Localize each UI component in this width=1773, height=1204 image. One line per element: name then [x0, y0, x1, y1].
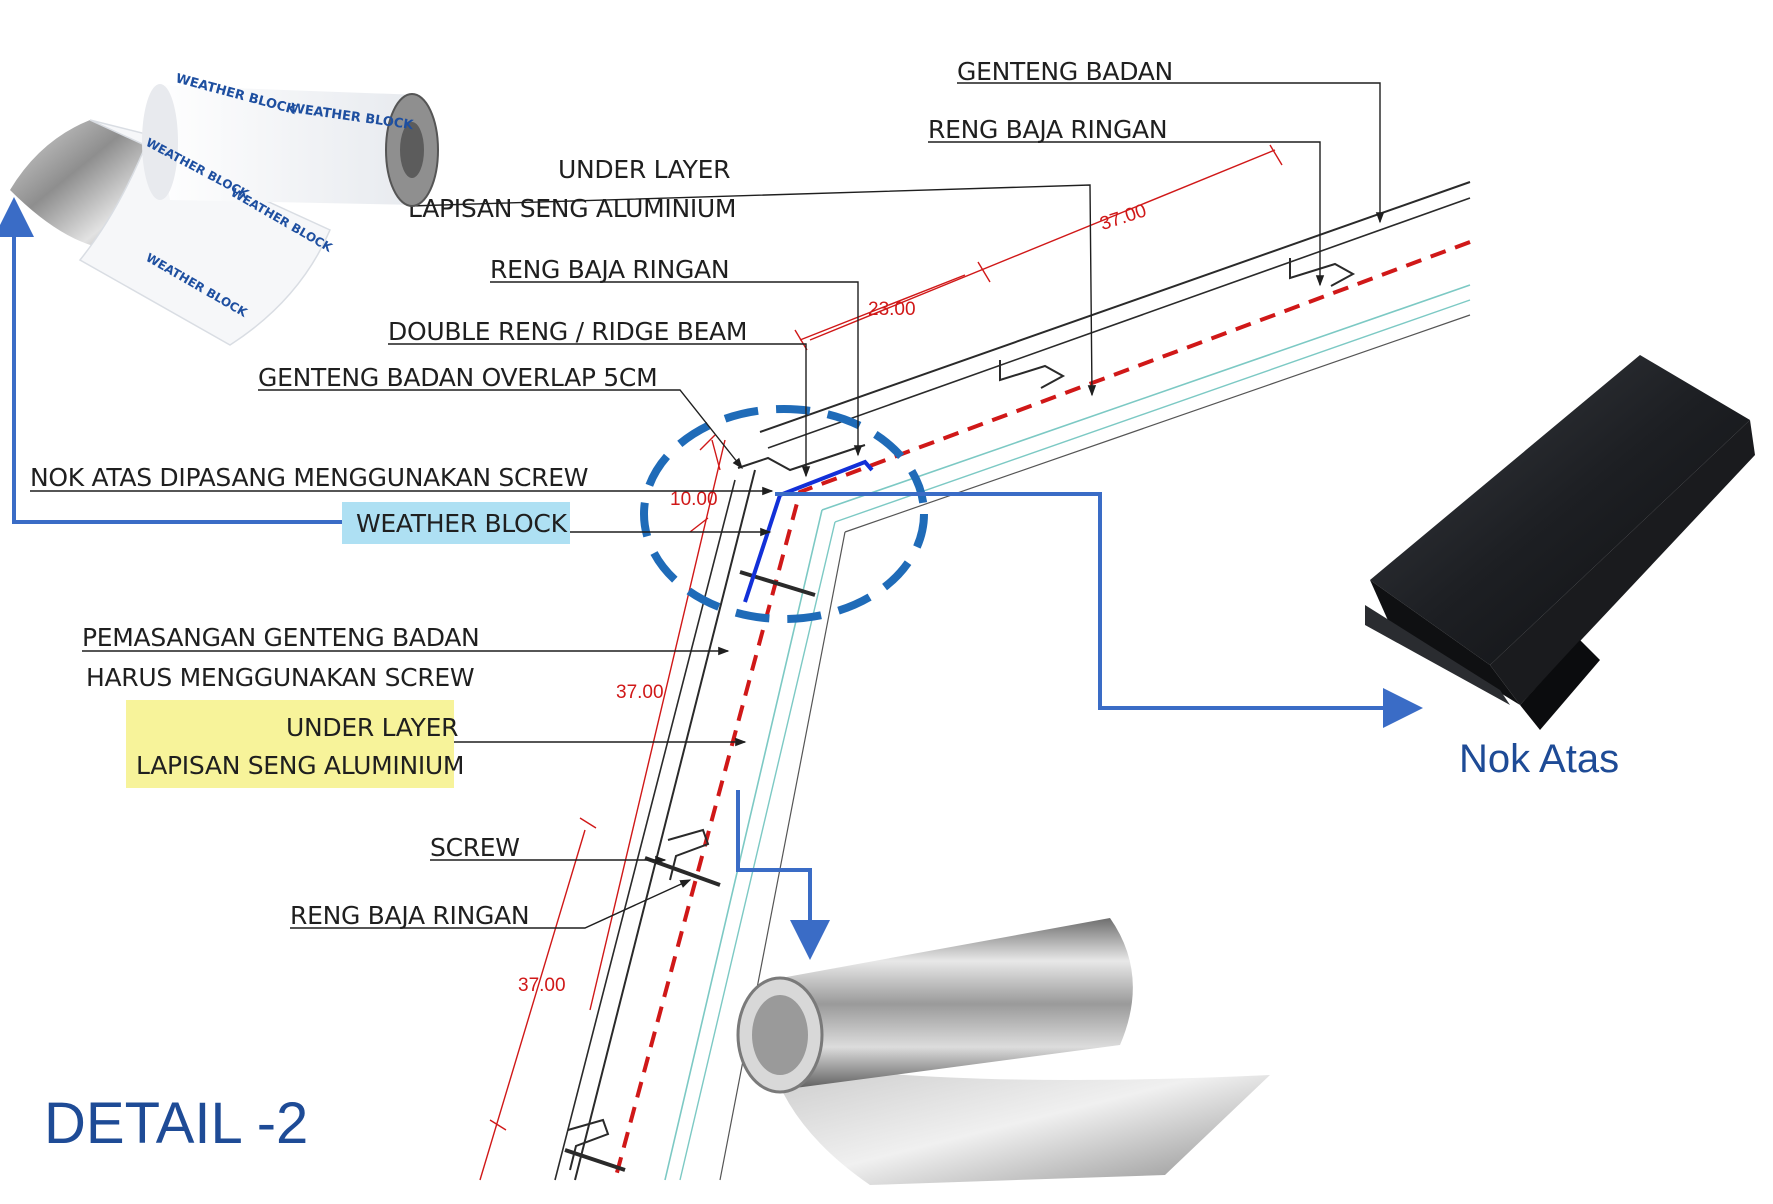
roll-left — [142, 84, 178, 200]
tile-step-3 — [667, 828, 710, 881]
dim-label-3: 10.00 — [670, 489, 718, 510]
aluminium-roll-core — [752, 995, 808, 1075]
label-under-layer-bottom-2: LAPISAN SENG ALUMINIUM — [136, 751, 464, 780]
aluminium-sheet — [770, 1060, 1270, 1185]
pointer-weather-block — [0, 197, 342, 524]
label-nok-atas-screw: NOK ATAS DIPASANG MENGGUNAKAN SCREW — [30, 463, 588, 492]
label-genteng-overlap: GENTENG BADAN OVERLAP 5CM — [258, 363, 657, 392]
label-weather-block: WEATHER BLOCK — [356, 509, 568, 538]
weather-block-highlight — [342, 502, 570, 544]
tile-step-1 — [999, 360, 1066, 389]
dim-label-2: 23.00 — [868, 299, 916, 320]
nok-top — [1370, 355, 1750, 665]
weather-block-line — [743, 459, 874, 603]
label-double-reng: DOUBLE RENG / RIDGE BEAM — [388, 317, 747, 346]
tile-outer-left — [574, 469, 756, 1181]
tile-outer-right — [759, 181, 1471, 433]
nok-lip-1 — [1365, 605, 1510, 705]
dim-label-5: 37.00 — [518, 975, 566, 996]
nok-left-face — [1370, 580, 1520, 705]
dimension-lines — [479, 144, 1283, 1181]
under-layer-highlight — [126, 700, 454, 788]
label-reng-baja-ringan-mid: RENG BAJA RINGAN — [490, 255, 729, 284]
weather-block-roll-image: WEATHER BLOCK WEATHER BLOCK WEATHER BLOC… — [10, 71, 439, 346]
dim-label-4: 37.00 — [616, 682, 664, 703]
aluminium-roll-image — [736, 918, 1270, 1185]
label-genteng-badan-top: GENTENG BADAN — [957, 57, 1173, 86]
tile-step-2 — [1289, 258, 1356, 287]
callout-leaders — [30, 82, 1385, 929]
label-under-layer-top-1: UNDER LAYER — [558, 155, 730, 184]
label-screw: SCREW — [430, 833, 520, 862]
rafter-line-2 — [679, 299, 1471, 1181]
roll-core — [400, 122, 424, 178]
roll-body — [150, 85, 430, 205]
label-reng-baja-ringan-bottom: RENG BAJA RINGAN — [290, 901, 529, 930]
nok-atas-image — [1365, 355, 1755, 730]
page-title: DETAIL -2 — [44, 1091, 308, 1156]
screw-left-1 — [644, 856, 721, 887]
pointer-nok-atas — [775, 492, 1423, 728]
screw-left-2 — [564, 1148, 626, 1172]
ridge-focus-circle — [640, 405, 928, 623]
product-pointers — [0, 197, 1423, 960]
aluminium-roll-body — [770, 918, 1133, 1090]
label-pemasangan-2: HARUS MENGGUNAKAN SCREW — [86, 663, 474, 692]
nok-lip-2 — [1520, 640, 1600, 730]
label-reng-baja-ringan-top: RENG BAJA RINGAN — [928, 115, 1167, 144]
label-pemasangan-1: PEMASANGAN GENTENG BADAN — [82, 623, 479, 652]
nok-right-face — [1490, 420, 1755, 705]
tile-inner-left — [554, 479, 736, 1181]
tile-inner-right — [767, 197, 1471, 449]
pointer-aluminium — [736, 790, 830, 960]
dim-label-1: 37.00 — [1097, 200, 1149, 235]
label-under-layer-top-2: LAPISAN SENG ALUMINIUM — [408, 194, 736, 223]
white-sheet — [78, 119, 331, 346]
label-under-layer-bottom-1: UNDER LAYER — [286, 713, 458, 742]
ridge-profile — [737, 444, 866, 472]
nok-atas-caption: Nok Atas — [1459, 737, 1619, 781]
